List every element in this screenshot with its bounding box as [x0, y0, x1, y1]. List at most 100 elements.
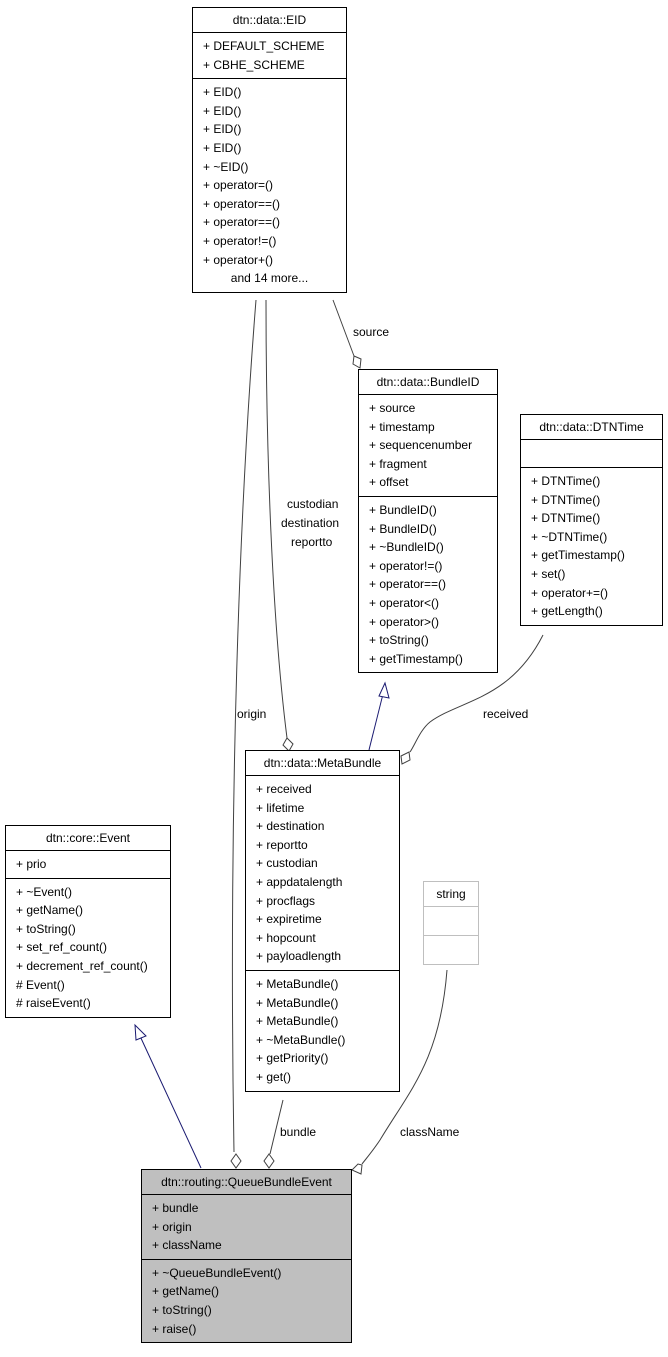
aggregation-diamond-bundle	[263, 1153, 275, 1169]
attributes-section: + bundle + origin + className	[142, 1195, 351, 1260]
method: + set()	[531, 566, 566, 581]
method: + ~DTNTime()	[531, 529, 608, 544]
method: + getLength()	[531, 604, 603, 619]
edge-string-queuebundleevent	[361, 969, 448, 1165]
edge-inherit-bundleid	[368, 693, 384, 751]
method: + DTNTime()	[531, 474, 601, 488]
class-string[interactable]: string	[423, 881, 479, 965]
class-queuebundleevent[interactable]: dtn::routing::QueueBundleEvent + bundle …	[141, 1169, 352, 1344]
method: + BundleID()	[369, 502, 437, 517]
attribute: + destination	[256, 819, 325, 834]
attribute: + offset	[369, 475, 409, 490]
method: + getTimestamp()	[369, 651, 463, 666]
class-metabundle[interactable]: dtn::data::MetaBundle + received + lifet…	[245, 750, 400, 1092]
edge-label-received: received	[483, 707, 529, 721]
class-eid[interactable]: dtn::data::EID + DEFAULT_SCHEME + CBHE_S…	[192, 7, 347, 293]
method: + toString()	[16, 921, 76, 936]
method: + EID()	[203, 140, 242, 155]
attribute: + prio	[16, 857, 47, 871]
methods-section	[424, 936, 478, 964]
attribute: + bundle	[152, 1201, 199, 1215]
attributes-section	[424, 907, 478, 936]
method: + operator!=()	[203, 233, 277, 248]
class-name: dtn::data::BundleID	[359, 370, 497, 395]
methods-section: + EID() + EID() + EID() + EID() + ~EID()…	[193, 79, 346, 292]
method: + operator+()	[203, 252, 274, 267]
methods-section: + BundleID() + BundleID() + ~BundleID() …	[359, 497, 497, 672]
attribute: + origin	[152, 1219, 192, 1234]
class-name: dtn::data::EID	[193, 8, 346, 33]
inheritance-arrow-event	[134, 1023, 147, 1041]
edge-label-custodian: custodian	[287, 497, 339, 511]
attributes-section	[521, 440, 662, 468]
class-dtntime[interactable]: dtn::data::DTNTime + DTNTime() + DTNTime…	[520, 414, 663, 626]
method: + operator==()	[369, 577, 447, 592]
method: + operator==()	[203, 215, 281, 230]
attribute: + hopcount	[256, 930, 316, 945]
method: + set_ref_count()	[16, 940, 108, 955]
attributes-section: + source + timestamp + sequencenumber + …	[359, 395, 497, 497]
edge-label-classname: className	[400, 1125, 460, 1139]
aggregation-diamond-received	[400, 751, 411, 765]
attribute: + payloadlength	[256, 949, 342, 964]
method: + EID()	[203, 122, 242, 137]
edge-dtntime-metabundle	[409, 634, 544, 753]
class-event[interactable]: dtn::core::Event + prio + ~Event() + get…	[5, 825, 171, 1018]
edge-label-reportto: reportto	[291, 535, 333, 549]
more-methods-link[interactable]: and 14 more...	[230, 271, 309, 286]
method: + MetaBundle()	[256, 1014, 339, 1029]
class-bundleid[interactable]: dtn::data::BundleID + source + timestamp…	[358, 369, 498, 674]
edge-eid-bundleid	[332, 299, 355, 357]
attribute: + timestamp	[369, 419, 435, 434]
method: + BundleID()	[369, 521, 437, 536]
edge-label-origin: origin	[237, 707, 267, 721]
methods-section: + MetaBundle() + MetaBundle() + MetaBund…	[246, 971, 399, 1091]
method: + MetaBundle()	[256, 995, 339, 1010]
methods-section: + ~Event() + getName() + toString() + se…	[6, 879, 170, 1017]
attribute: + source	[369, 401, 416, 415]
method: + operator+=()	[531, 585, 609, 600]
method: + DTNTime()	[531, 492, 601, 507]
attribute: + lifetime	[256, 800, 305, 815]
method: + toString()	[369, 633, 429, 648]
method: + decrement_ref_count()	[16, 958, 148, 973]
attribute: + appdatalength	[256, 874, 343, 889]
attribute: + procflags	[256, 893, 316, 908]
attribute: + CBHE_SCHEME	[203, 57, 305, 72]
method: + DTNTime()	[531, 511, 601, 526]
methods-section: + ~QueueBundleEvent() + getName() + toSt…	[142, 1260, 351, 1342]
method: + ~Event()	[16, 884, 73, 899]
class-name: dtn::routing::QueueBundleEvent	[142, 1170, 351, 1195]
edge-label-bundle: bundle	[280, 1125, 317, 1139]
attributes-section: + DEFAULT_SCHEME + CBHE_SCHEME	[193, 33, 346, 80]
method: + get()	[256, 1069, 292, 1084]
attribute: + sequencenumber	[369, 438, 473, 453]
aggregation-diamond-classname	[351, 1163, 363, 1175]
method: + operator!=()	[369, 558, 443, 573]
attribute: + DEFAULT_SCHEME	[203, 39, 325, 53]
attribute: + reportto	[256, 837, 308, 852]
method: + getTimestamp()	[531, 548, 625, 563]
method: + ~QueueBundleEvent()	[152, 1265, 282, 1280]
attribute: + custodian	[256, 856, 318, 871]
method: + ~EID()	[203, 159, 249, 174]
method: + ~MetaBundle()	[256, 1032, 346, 1047]
method: + operator=()	[203, 178, 274, 193]
method: + getPriority()	[256, 1051, 329, 1066]
edge-metabundle-queuebundleevent	[269, 1099, 284, 1155]
method: + operator<()	[369, 595, 440, 610]
attributes-section: + prio	[6, 851, 170, 879]
method: + EID()	[203, 85, 242, 100]
class-name: dtn::data::DTNTime	[521, 415, 662, 440]
aggregation-diamond-origin	[230, 1153, 242, 1169]
method: # raiseEvent()	[16, 996, 91, 1011]
method: + ~BundleID()	[369, 540, 444, 555]
method: + operator>()	[369, 614, 440, 629]
edge-label-destination: destination	[281, 516, 340, 530]
method: + getName()	[152, 1284, 220, 1299]
attribute: + received	[256, 782, 312, 796]
class-name: string	[424, 882, 478, 907]
method: + getName()	[16, 903, 84, 918]
inheritance-arrow-bundleid	[378, 681, 390, 699]
